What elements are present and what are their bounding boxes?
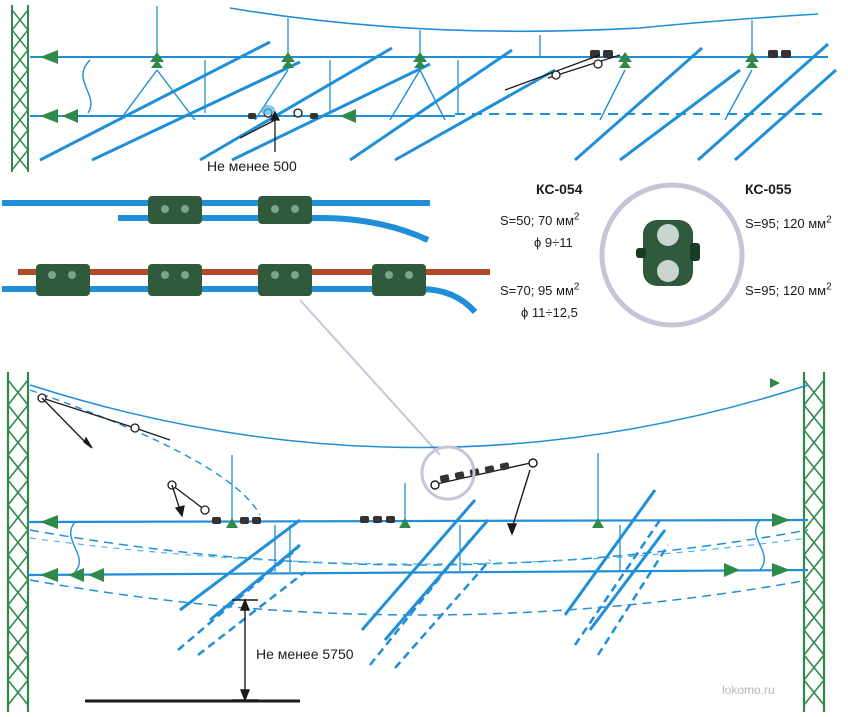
kc054-spec1-text: S=50; 70 мм xyxy=(500,213,574,228)
top-jumper xyxy=(263,54,621,118)
kc055-spec2-sup: 2 xyxy=(826,281,832,293)
bottom-contact-wire-2 xyxy=(27,568,809,577)
bottom-messenger-dashed xyxy=(29,389,261,516)
height-label: Не менее 5750 xyxy=(256,646,354,662)
detail-clamp-pair-2 xyxy=(36,264,426,296)
top-wire-insulators xyxy=(150,52,759,68)
height-dimension xyxy=(232,598,258,702)
kc055-spec2-text: S=95; 120 мм xyxy=(745,283,827,298)
kc054-dia2: ϕ 11÷12,5 xyxy=(521,305,578,320)
kc055-spec2: S=95; 120 мм2 xyxy=(745,281,832,298)
bottom-contact-wire-1 xyxy=(27,518,809,524)
top-left-insulators xyxy=(40,50,356,123)
callout-line xyxy=(299,299,441,456)
clamp-detail-section xyxy=(2,196,490,315)
bottom-right-mast xyxy=(802,372,826,712)
kc054-spec2-text: S=70; 95 мм xyxy=(500,283,574,298)
watermark: lokomo.ru xyxy=(722,683,775,697)
top-catenary-section xyxy=(11,5,837,172)
kc055-spec1-sup: 2 xyxy=(826,214,832,226)
top-cantilevers xyxy=(39,40,837,162)
top-dimension-label: Не менее 500 xyxy=(207,158,297,174)
top-left-mast xyxy=(11,5,29,172)
top-stays xyxy=(119,69,753,121)
clamp-cross-section xyxy=(599,182,745,328)
bottom-left-mast xyxy=(6,372,30,712)
kc054-spec2-sup: 2 xyxy=(573,281,580,293)
bottom-wire-insulators xyxy=(40,378,790,582)
bottom-messenger-wire xyxy=(29,384,809,449)
top-messenger-wire xyxy=(229,7,819,33)
bottom-catenary-section xyxy=(6,372,826,712)
detail-wire-blue-2 xyxy=(118,215,430,243)
kc054-title: КС-054 xyxy=(536,181,583,197)
bottom-left-jumper xyxy=(37,393,210,518)
bottom-center-jumper xyxy=(430,458,538,536)
bottom-center-clamps xyxy=(439,462,510,483)
top-dimension-arrow xyxy=(239,110,281,152)
kc055-spec1-text: S=95; 120 мм xyxy=(745,216,827,231)
top-droppers xyxy=(156,6,753,113)
bottom-droppers xyxy=(231,453,621,572)
clamp-highlight-circle xyxy=(420,445,476,501)
kc054-spec1-sup: 2 xyxy=(573,211,580,223)
kc055-title: КС-055 xyxy=(745,181,792,197)
kc055-spec1: S=95; 120 мм2 xyxy=(745,214,832,231)
bottom-clamps xyxy=(212,516,395,524)
detail-clamp-pair-1 xyxy=(148,196,312,224)
kc054-spec2: S=70; 95 мм2 xyxy=(500,281,580,298)
kc054-spec1: S=50; 70 мм2 xyxy=(500,211,580,228)
bottom-cantilevers-dashed xyxy=(177,519,670,669)
kc054-dia1: ϕ 9÷11 xyxy=(534,235,573,250)
